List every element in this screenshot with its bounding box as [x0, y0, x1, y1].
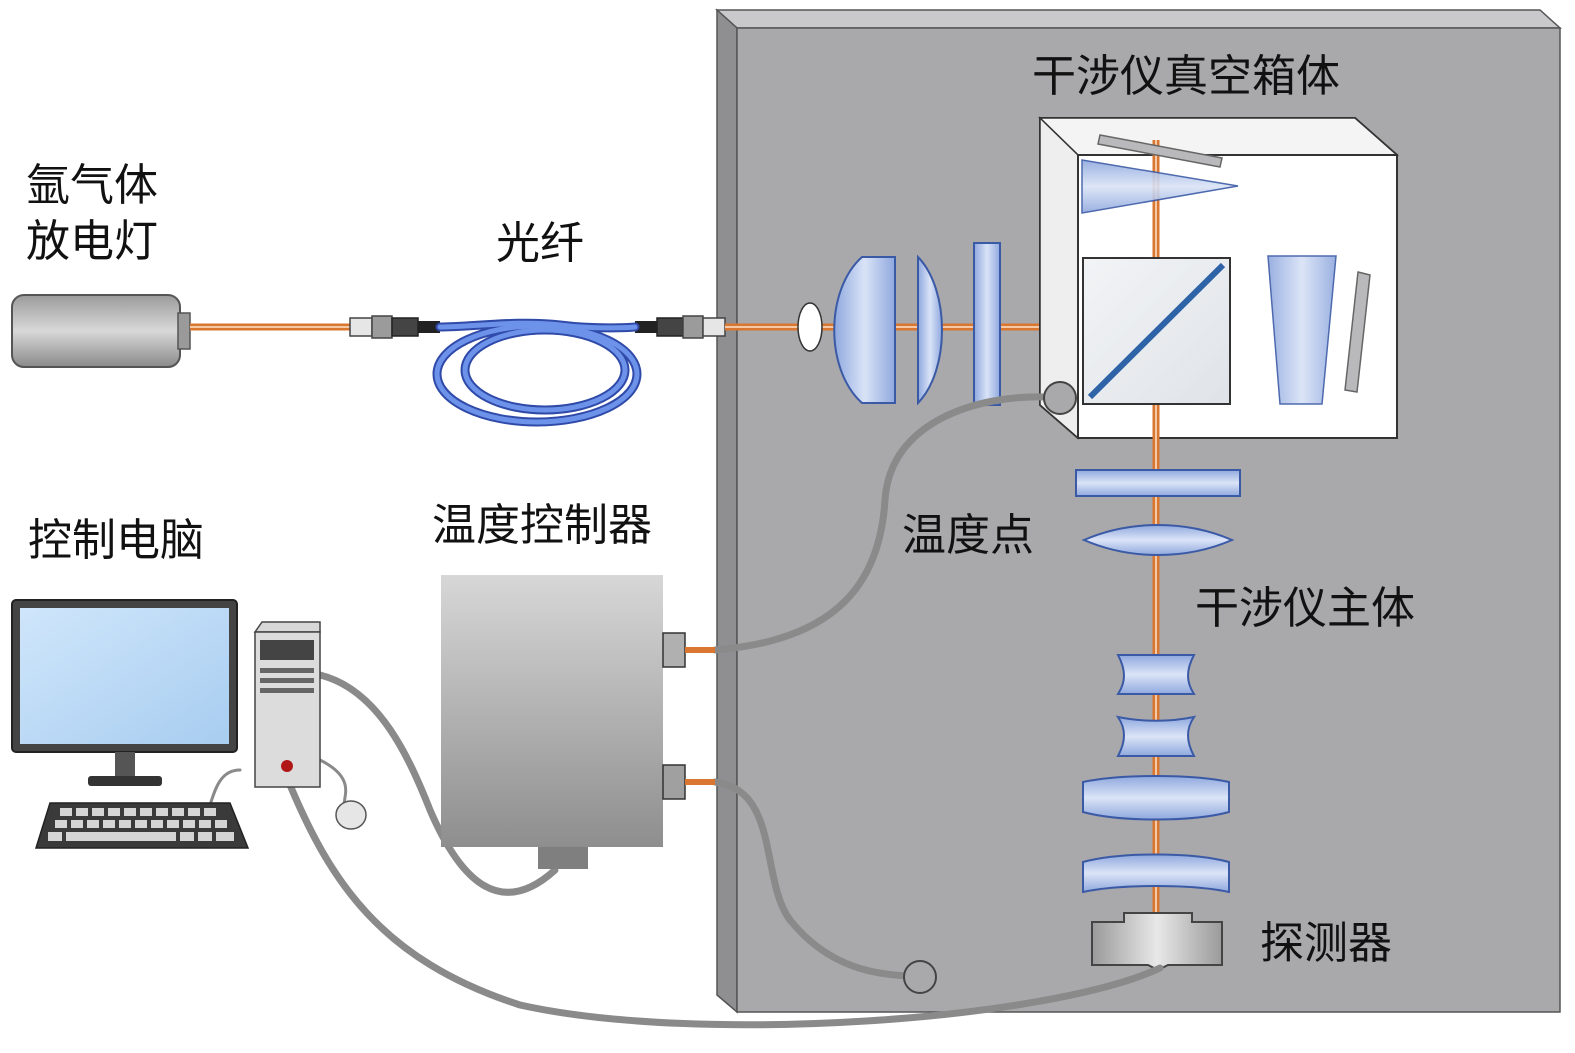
mirror-right — [1344, 271, 1371, 393]
detector-icon — [1091, 912, 1223, 972]
interferometer-body-label: 干涉仪主体 — [1195, 583, 1415, 634]
monitor-icon — [11, 599, 238, 786]
mouse-icon — [335, 800, 367, 830]
fiber-connector-right — [635, 315, 726, 339]
pc-tower-icon — [253, 621, 321, 788]
vacuum-box-label: 干涉仪真空箱体 — [1032, 51, 1340, 102]
fiber-label: 光纤 — [496, 218, 584, 269]
temp-sensor-bottom — [903, 960, 937, 994]
keyboard-icon — [34, 802, 250, 849]
detector-label: 探测器 — [1260, 918, 1392, 969]
temp-controller-label: 温度控制器 — [432, 500, 652, 551]
argon-lamp-label-2: 放电灯 — [26, 216, 158, 267]
temp-sensor-top — [1043, 381, 1077, 415]
temp-point-label: 温度点 — [902, 510, 1034, 561]
mirror-icon — [1097, 134, 1223, 168]
fiber-connector-left — [349, 315, 440, 339]
fiber-coil-icon — [432, 318, 642, 427]
argon-lamp-label-1: 氩气体 — [26, 160, 158, 211]
lamp-icon — [11, 294, 191, 368]
cables — [208, 393, 1164, 1029]
lower-optics — [1075, 469, 1241, 894]
wedge-top — [1081, 159, 1239, 214]
control-pc-label: 控制电脑 — [28, 515, 204, 566]
beamsplitter-icon — [1082, 257, 1231, 405]
wedge-right — [1267, 255, 1337, 405]
aperture-icon — [797, 302, 823, 352]
controller-box-icon — [441, 575, 715, 869]
lens-icon — [833, 242, 1001, 406]
